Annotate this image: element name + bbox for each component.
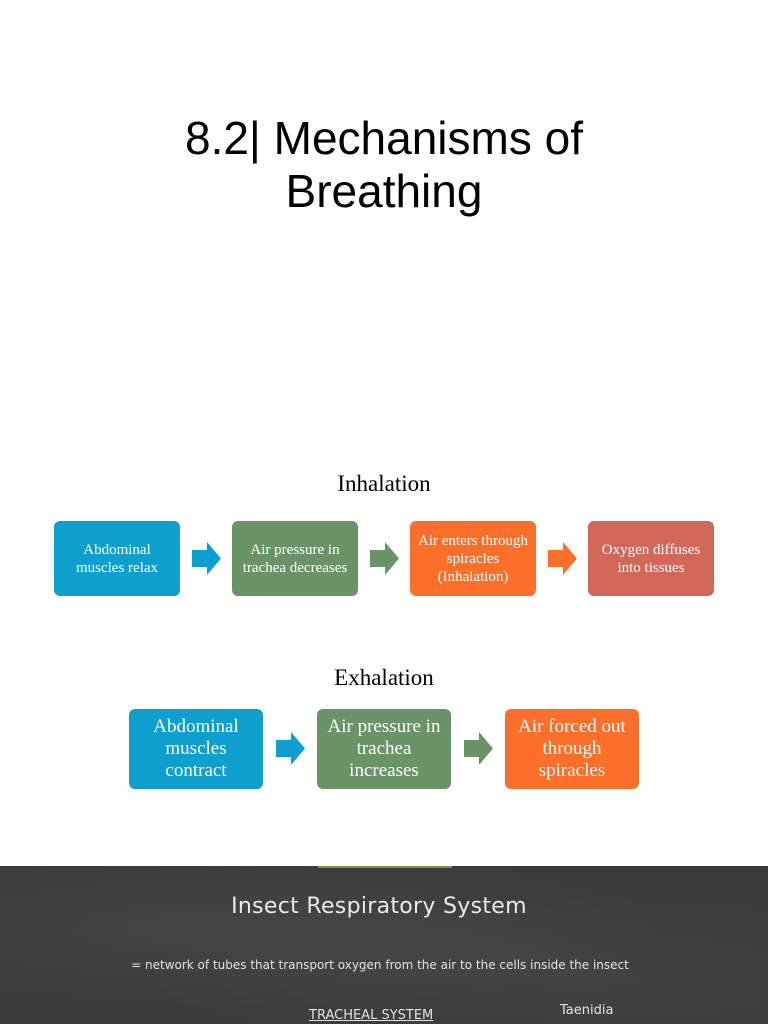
inhalation-arrow-2-icon <box>370 542 399 575</box>
inhalation-step-3: Air enters through spiracles (Inhalation… <box>410 521 536 596</box>
exhalation-arrow-2-shape <box>464 732 493 765</box>
slide-title-line-1: 8.2| Mechanisms of <box>184 112 583 164</box>
exhalation-step-2: Air pressure in trachea increases <box>317 709 451 789</box>
chalkboard-title: Insect Respiratory System <box>231 894 527 919</box>
inhalation-step-4: Oxygen diffuses into tissues <box>588 521 714 596</box>
inhalation-step-1: Abdominal muscles relax <box>54 521 180 596</box>
inhalation-step-3-text: Air enters through spiracles (Inhalation… <box>418 532 528 585</box>
inhalation-step-4-text: Oxygen diffuses into tissues <box>601 541 701 576</box>
chalkboard-slide: Insect Respiratory System = network of t… <box>0 866 768 1024</box>
exhalation-arrow-2-icon <box>464 732 493 765</box>
exhalation-arrow-1-shape <box>276 732 305 765</box>
exhalation-step-3: Air forced out through spiracles <box>505 709 639 789</box>
inhalation-step-1-text: Abdominal muscles relax <box>75 541 159 576</box>
exhalation-arrow-1-icon <box>276 732 305 765</box>
chalkboard-definition: = network of tubes that transport oxygen… <box>131 958 629 972</box>
inhalation-step-2-text: Air pressure in trachea decreases <box>242 541 348 576</box>
slide-title: 8.2| Mechanisms of Breathing <box>0 112 768 218</box>
inhalation-arrow-2-shape <box>370 542 399 575</box>
chalkboard-top-strip <box>318 866 452 868</box>
exhalation-step-1: Abdominal muscles contract <box>129 709 263 789</box>
inhalation-arrow-1-icon <box>192 542 221 575</box>
chalkboard-taenidia-label: Taenidia <box>560 1003 614 1018</box>
inhalation-step-2: Air pressure in trachea decreases <box>232 521 358 596</box>
inhalation-arrow-1-shape <box>192 542 221 575</box>
exhalation-heading: Exhalation <box>334 665 434 690</box>
inhalation-heading: Inhalation <box>337 471 431 496</box>
exhalation-step-3-text: Air forced out through spiracles <box>518 716 626 781</box>
inhalation-arrow-3-shape <box>548 542 577 575</box>
inhalation-arrow-3-icon <box>548 542 577 575</box>
exhalation-step-1-text: Abdominal muscles contract <box>153 716 239 781</box>
slide-title-line-2: Breathing <box>285 165 483 217</box>
chalkboard-tracheal-label: TRACHEAL SYSTEM <box>309 1008 434 1023</box>
exhalation-step-2-text: Air pressure in trachea increases <box>327 716 441 781</box>
